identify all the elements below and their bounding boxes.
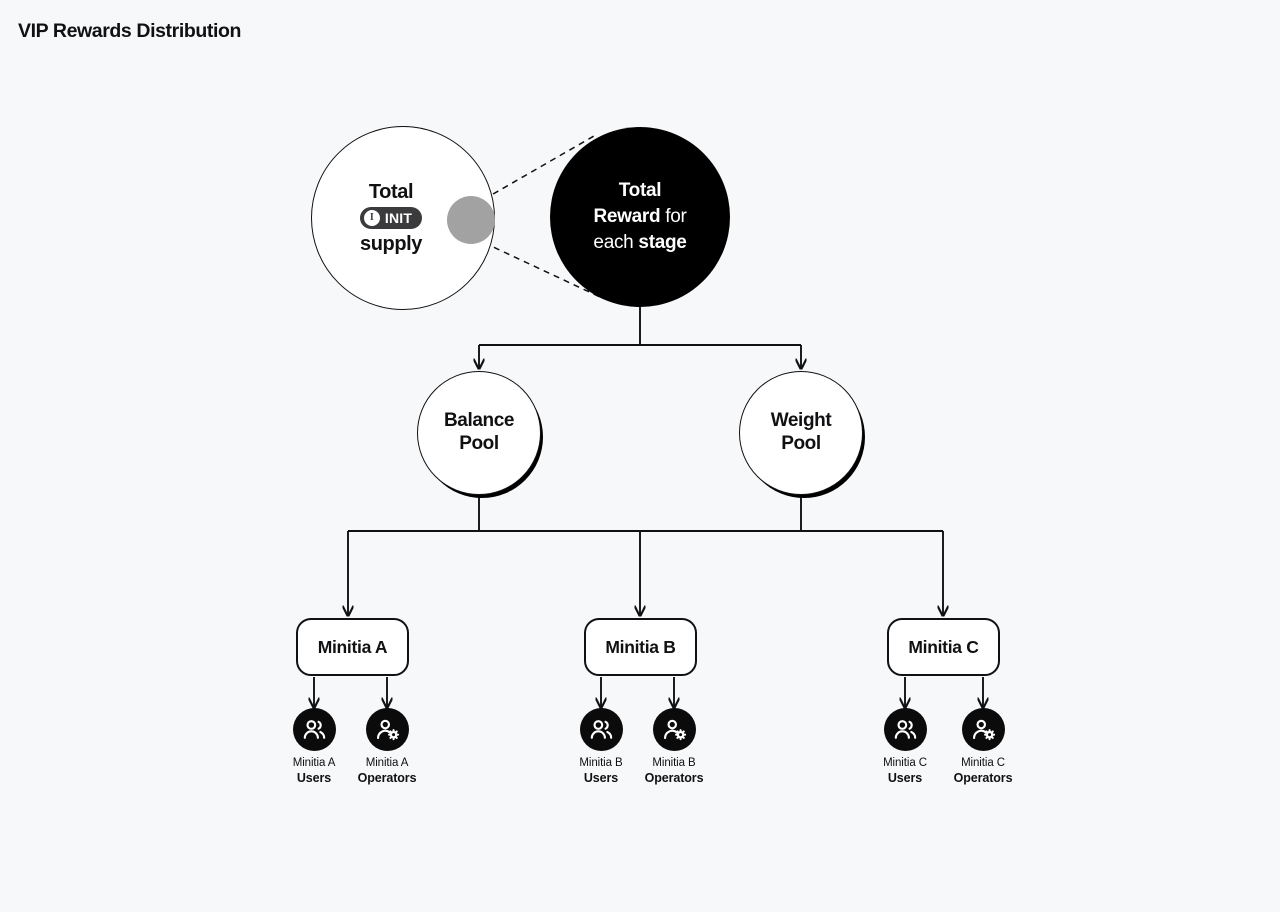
operator-gear-icon: [652, 708, 696, 751]
leaf-label-line2: Operators: [953, 770, 1013, 785]
leaf-label-line1: Minitia B: [652, 757, 696, 769]
leaf-label-line2: Operators: [644, 770, 704, 785]
minitia-c-operators-label: Minitia C Operators: [954, 757, 1013, 785]
init-symbol-icon: I: [363, 210, 380, 226]
minitia-a-users-label: Minitia A Users: [293, 757, 336, 785]
leaf-label-line1: Minitia C: [883, 757, 927, 769]
minitia-b-users-label: Minitia B Users: [579, 757, 622, 785]
minitia-c-users-label: Minitia C Users: [883, 757, 927, 785]
leaf-label-line2: Users: [887, 770, 923, 785]
reward-word-for: for: [665, 206, 687, 228]
users-icon: [292, 708, 336, 751]
total-supply-line1: Total: [368, 181, 414, 203]
leaf-label-line2: Users: [583, 770, 619, 785]
minitia-c-operators-node[interactable]: Minitia C Operators: [923, 708, 1043, 785]
leaf-label-line2: Users: [296, 770, 332, 785]
minitia-c-to-leaves-wire: [905, 677, 983, 707]
minitia-a-users-node[interactable]: Minitia A Users: [254, 708, 374, 785]
reward-word-stage: stage: [638, 231, 687, 253]
weight-pool-label: Weight Pool: [771, 410, 832, 456]
total-supply-content: Total I INIT supply: [311, 126, 495, 310]
leaf-label-line1: Minitia A: [292, 757, 336, 769]
minitia-a-box[interactable]: Minitia A: [296, 618, 409, 676]
minitia-b-operators-node[interactable]: Minitia B Operators: [614, 708, 734, 785]
leaf-label-line1: Minitia C: [961, 757, 1005, 769]
users-icon: [579, 708, 623, 751]
total-supply-line3: supply: [359, 233, 423, 255]
weight-pool-line2: Pool: [781, 433, 821, 454]
leaf-label-line2: Operators: [357, 770, 417, 785]
balance-pool-label: Balance Pool: [444, 410, 514, 456]
minitia-b-users-node[interactable]: Minitia B Users: [541, 708, 661, 785]
balance-pool-line1: Balance: [443, 410, 515, 432]
minitia-b-to-leaves-wire: [601, 677, 674, 707]
minitia-a-operators-node[interactable]: Minitia A Operators: [327, 708, 447, 785]
minitia-b-operators-label: Minitia B Operators: [645, 757, 704, 785]
reward-word-total: Total: [618, 180, 662, 202]
total-reward-text: Total Reward for each stage: [593, 178, 686, 255]
minitia-c-users-node[interactable]: Minitia C Users: [845, 708, 965, 785]
weight-pool-circle[interactable]: Weight Pool: [739, 371, 863, 495]
balance-pool-line2: Pool: [459, 433, 499, 454]
weight-pool-line1: Weight: [770, 410, 832, 432]
operator-gear-icon: [961, 708, 1005, 751]
init-token-badge: I INIT: [359, 207, 423, 229]
reward-word-reward: Reward: [593, 206, 661, 228]
minitia-a-operators-label: Minitia A Operators: [358, 757, 417, 785]
minitia-a-to-leaves-wire: [314, 677, 387, 707]
leaf-label-line1: Minitia B: [579, 757, 623, 769]
reward-to-pools-wire: [479, 307, 801, 368]
supply-connector-dot: [447, 196, 495, 244]
pools-to-minitia-wire: [348, 496, 943, 615]
operator-gear-icon: [365, 708, 409, 751]
users-icon: [883, 708, 927, 751]
init-badge-label: INIT: [384, 210, 413, 226]
minitia-b-box[interactable]: Minitia B: [584, 618, 697, 676]
reward-word-each: each: [593, 231, 634, 253]
balance-pool-circle[interactable]: Balance Pool: [417, 371, 541, 495]
total-reward-circle[interactable]: Total Reward for each stage: [550, 127, 730, 307]
leaf-label-line1: Minitia A: [365, 757, 409, 769]
page-title: VIP Rewards Distribution: [18, 20, 242, 42]
minitia-c-box[interactable]: Minitia C: [887, 618, 1000, 676]
